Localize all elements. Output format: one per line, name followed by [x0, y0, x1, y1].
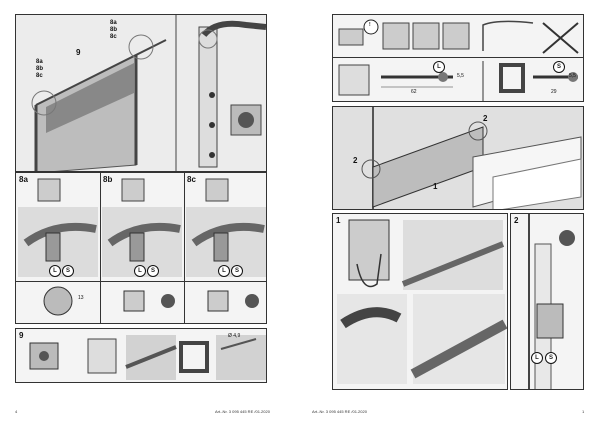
steps-8-frame: 8a 8b 8c L S L S L S 13 [15, 172, 267, 324]
callout-2a: 2 [353, 156, 358, 165]
callout-1: 1 [433, 182, 438, 191]
label-S-step2: S [545, 352, 557, 364]
exclamation-icon: ! [369, 22, 371, 28]
label-S-8a: S [62, 265, 74, 277]
panel-overview-frame: 1 2 2 [332, 106, 584, 210]
left-page: 9 8a 8b 8c 8a 8b 8c 8a 8b 8c [15, 14, 270, 414]
label-S-8c: S [231, 265, 243, 277]
step-8b-label: 8b [103, 175, 113, 184]
step-2-drawings [528, 214, 575, 389]
label-L-8a: L [49, 265, 61, 277]
right-footer: Art.-Nr. 3 095 445 RE /01.2020 [312, 409, 367, 414]
step-1-frame: 1 [332, 213, 508, 390]
step-9-label: 9 [19, 331, 24, 340]
step-8c-label: 8c [187, 175, 196, 184]
step-9-drawings [29, 335, 266, 380]
label-L-8b: L [134, 265, 146, 277]
step-1-drawings [337, 219, 507, 384]
label-L-step2: L [531, 352, 543, 364]
callout-9: 9 [76, 48, 81, 57]
step-1-label: 1 [336, 216, 341, 225]
dim-13: 13 [78, 295, 84, 301]
label-S-8b: S [147, 265, 159, 277]
dim-4-9: Ø 4,9 [228, 333, 241, 339]
label-L-8c: L [218, 265, 230, 277]
label-S-top: S [553, 61, 565, 73]
dim-5-5a: 5,5 [457, 73, 464, 79]
right-page-number: 1 [582, 409, 585, 414]
garage-door-overview-drawing [16, 15, 266, 171]
hardware-info-frame: ! L S 62 5,5 29 5,5 [332, 14, 584, 102]
right-page: ! L S 62 5,5 29 5,5 1 2 2 1 [300, 0, 600, 424]
callout-2b: 2 [483, 114, 488, 123]
hardware-info-drawings [338, 19, 579, 101]
dim-62: 62 [411, 89, 417, 95]
step-2-label: 2 [514, 216, 519, 225]
left-footer: Art.-Nr. 3 095 445 RE /01.2020 [215, 409, 270, 414]
steps-8-drawings [18, 178, 266, 316]
callout-8abc-left: 8a 8b 8c [36, 59, 44, 79]
step-9-frame: 9 Ø 4,9 [15, 328, 267, 383]
left-page-number: 4 [15, 409, 18, 414]
label-L-top: L [433, 61, 445, 73]
callout-8abc-top: 8a 8b 8c [110, 20, 118, 40]
dim-5-5b: 5,5 [569, 73, 576, 79]
panel-overview-drawing [333, 107, 583, 209]
step-8a-label: 8a [19, 175, 28, 184]
door-overview-frame: 9 8a 8b 8c 8a 8b 8c [15, 14, 267, 172]
step-2-frame: 2 L S [510, 213, 584, 390]
dim-29: 29 [551, 89, 557, 95]
